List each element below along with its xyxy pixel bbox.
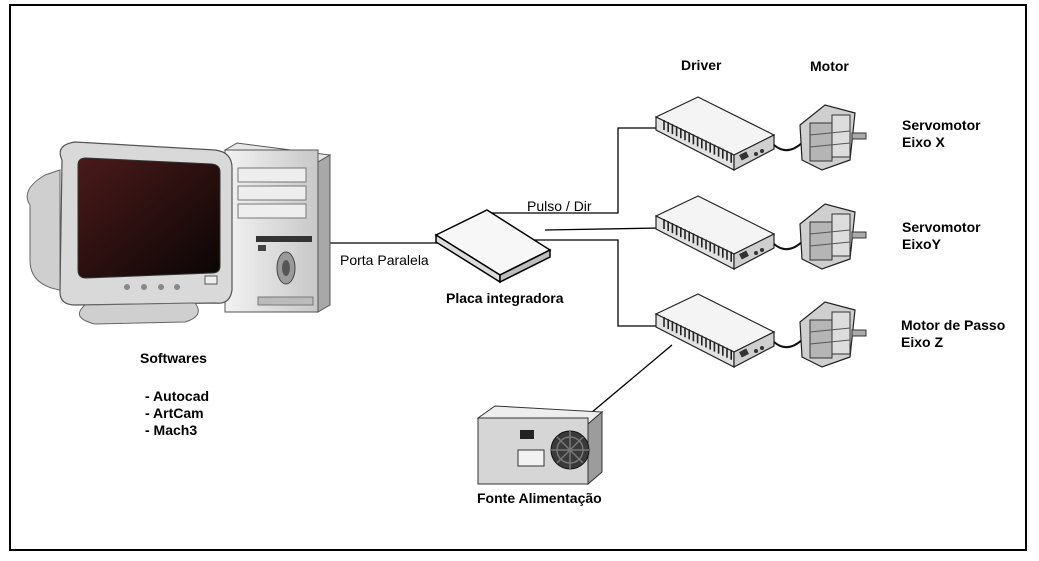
axis-y-label: Servomotor EixoY <box>902 219 981 253</box>
driver-icons <box>654 96 776 368</box>
line-to-driver-y <box>544 227 661 231</box>
board-label: Placa integradora <box>446 290 564 306</box>
power-cable <box>584 344 673 419</box>
motor-icons <box>773 104 867 368</box>
axis-z-type: Motor de Passo <box>901 317 1006 333</box>
power-supply-label: Fonte Alimentação <box>477 490 602 506</box>
pc-tower <box>223 142 332 313</box>
axis-y-type: Servomotor <box>902 219 981 235</box>
motor-z-icon <box>773 301 867 368</box>
axis-x-type: Servomotor <box>902 117 981 133</box>
software-list: - Autocad - ArtCam - Mach3 <box>145 388 209 439</box>
motor-x-icon <box>773 104 867 171</box>
computer-icon <box>26 141 332 325</box>
software-item: - ArtCam <box>145 405 204 421</box>
line-to-driver-x <box>490 127 660 214</box>
driver-z-icon <box>654 293 776 368</box>
pulse-dir-label: Pulso / Dir <box>527 198 592 214</box>
interface-board-icon <box>434 209 552 284</box>
axis-x-label: Servomotor Eixo X <box>902 117 981 151</box>
software-item: - Autocad <box>145 388 210 404</box>
software-item: - Mach3 <box>145 422 198 438</box>
line-to-driver-z <box>518 239 660 327</box>
motor-column-header: Motor <box>810 58 849 74</box>
softwares-title: Softwares <box>140 350 207 366</box>
axis-z-label: Motor de Passo Eixo Z <box>901 317 1005 351</box>
axis-x-name: Eixo X <box>902 134 945 150</box>
motor-y-icon <box>773 203 867 270</box>
power-supply-icon <box>476 405 604 486</box>
driver-x-icon <box>654 96 776 171</box>
parallel-port-label: Porta Paralela <box>340 252 429 268</box>
connection-lines <box>323 127 673 419</box>
axis-z-name: Eixo Z <box>901 334 944 350</box>
axis-y-name: EixoY <box>902 236 941 252</box>
pc-monitor <box>26 141 233 325</box>
driver-column-header: Driver <box>681 57 722 73</box>
driver-y-icon <box>654 195 776 270</box>
